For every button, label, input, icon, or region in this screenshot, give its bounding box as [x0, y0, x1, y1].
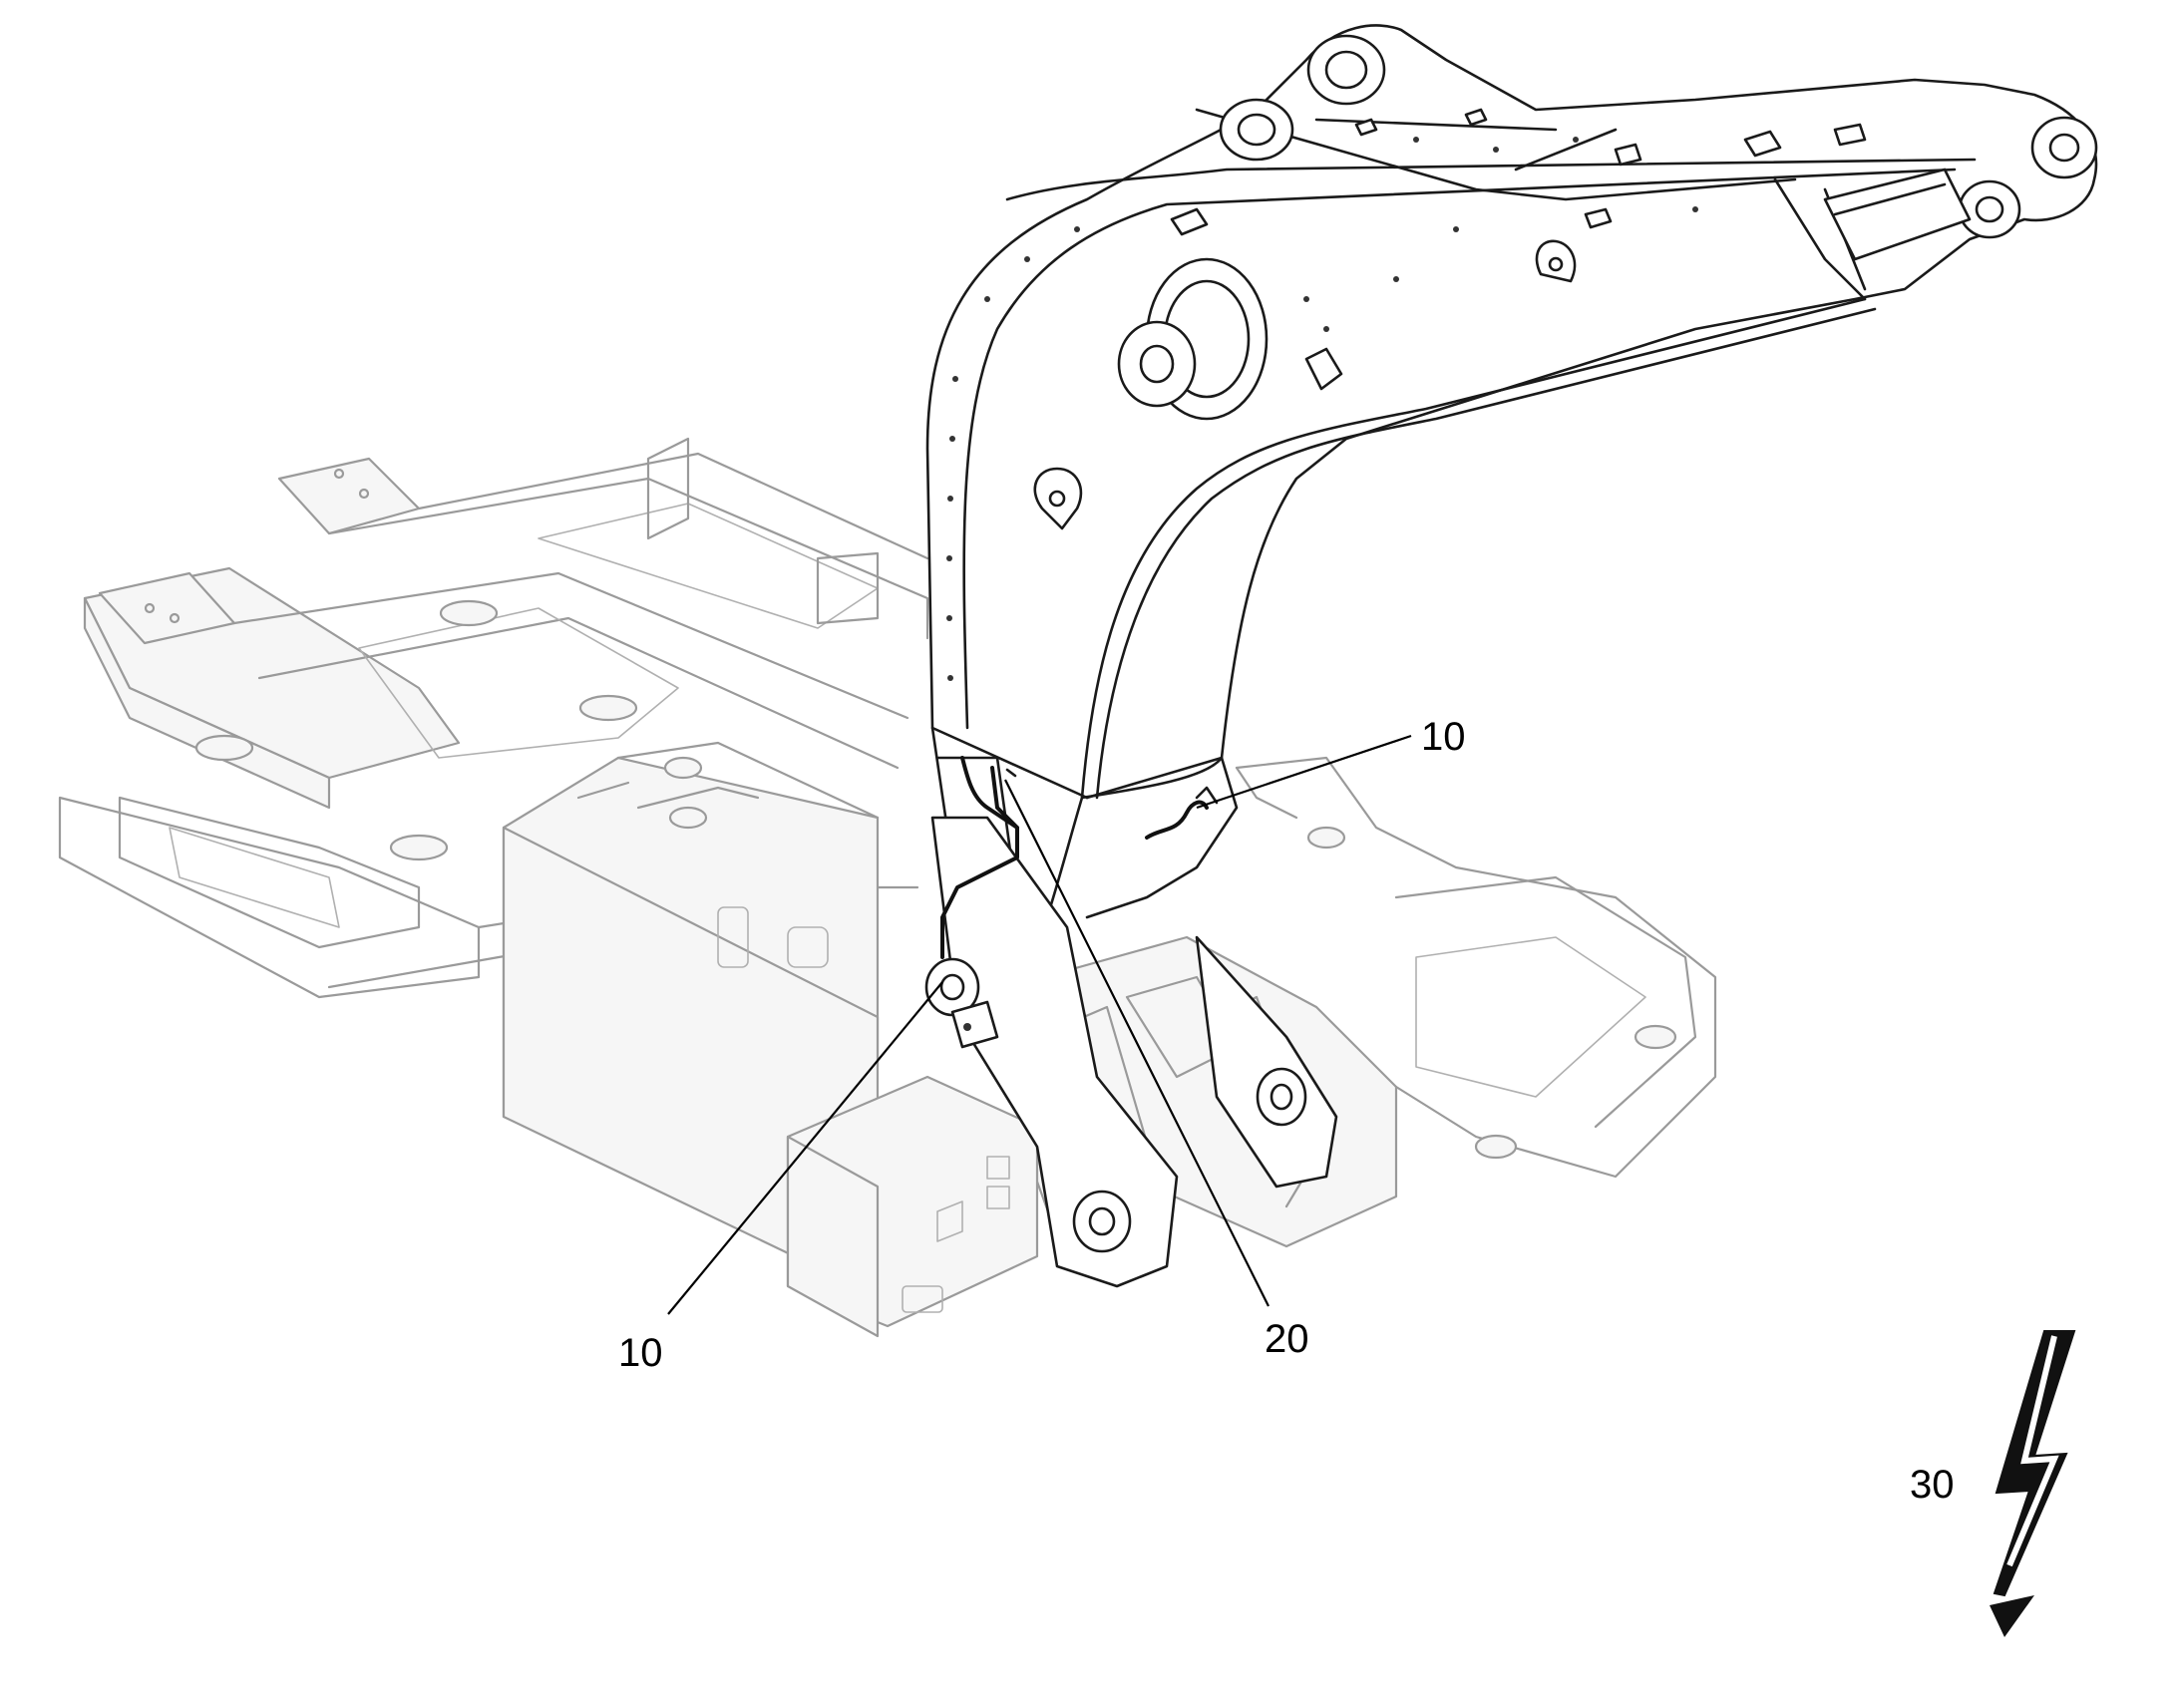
- lift-linkage: [924, 816, 1338, 1288]
- upperstructure-frame: [58, 437, 929, 999]
- callout-10-right: 10: [1421, 715, 1466, 759]
- lightning-arrow-icon: [1990, 1330, 2076, 1637]
- fuel-tank-block: [502, 741, 880, 1298]
- callout-30: 30: [1910, 1463, 1955, 1507]
- wiring-harness: [940, 756, 1219, 959]
- leader-10-right: [1196, 734, 1412, 810]
- front-console: [786, 1075, 1039, 1338]
- callout-20: 20: [1265, 1317, 1309, 1361]
- callout-10-left: 10: [618, 1331, 663, 1375]
- leader-10-left: [667, 981, 943, 1315]
- boom-assembly: [925, 24, 2098, 989]
- leader-lines: [667, 734, 1412, 1315]
- leader-20: [1004, 779, 1270, 1307]
